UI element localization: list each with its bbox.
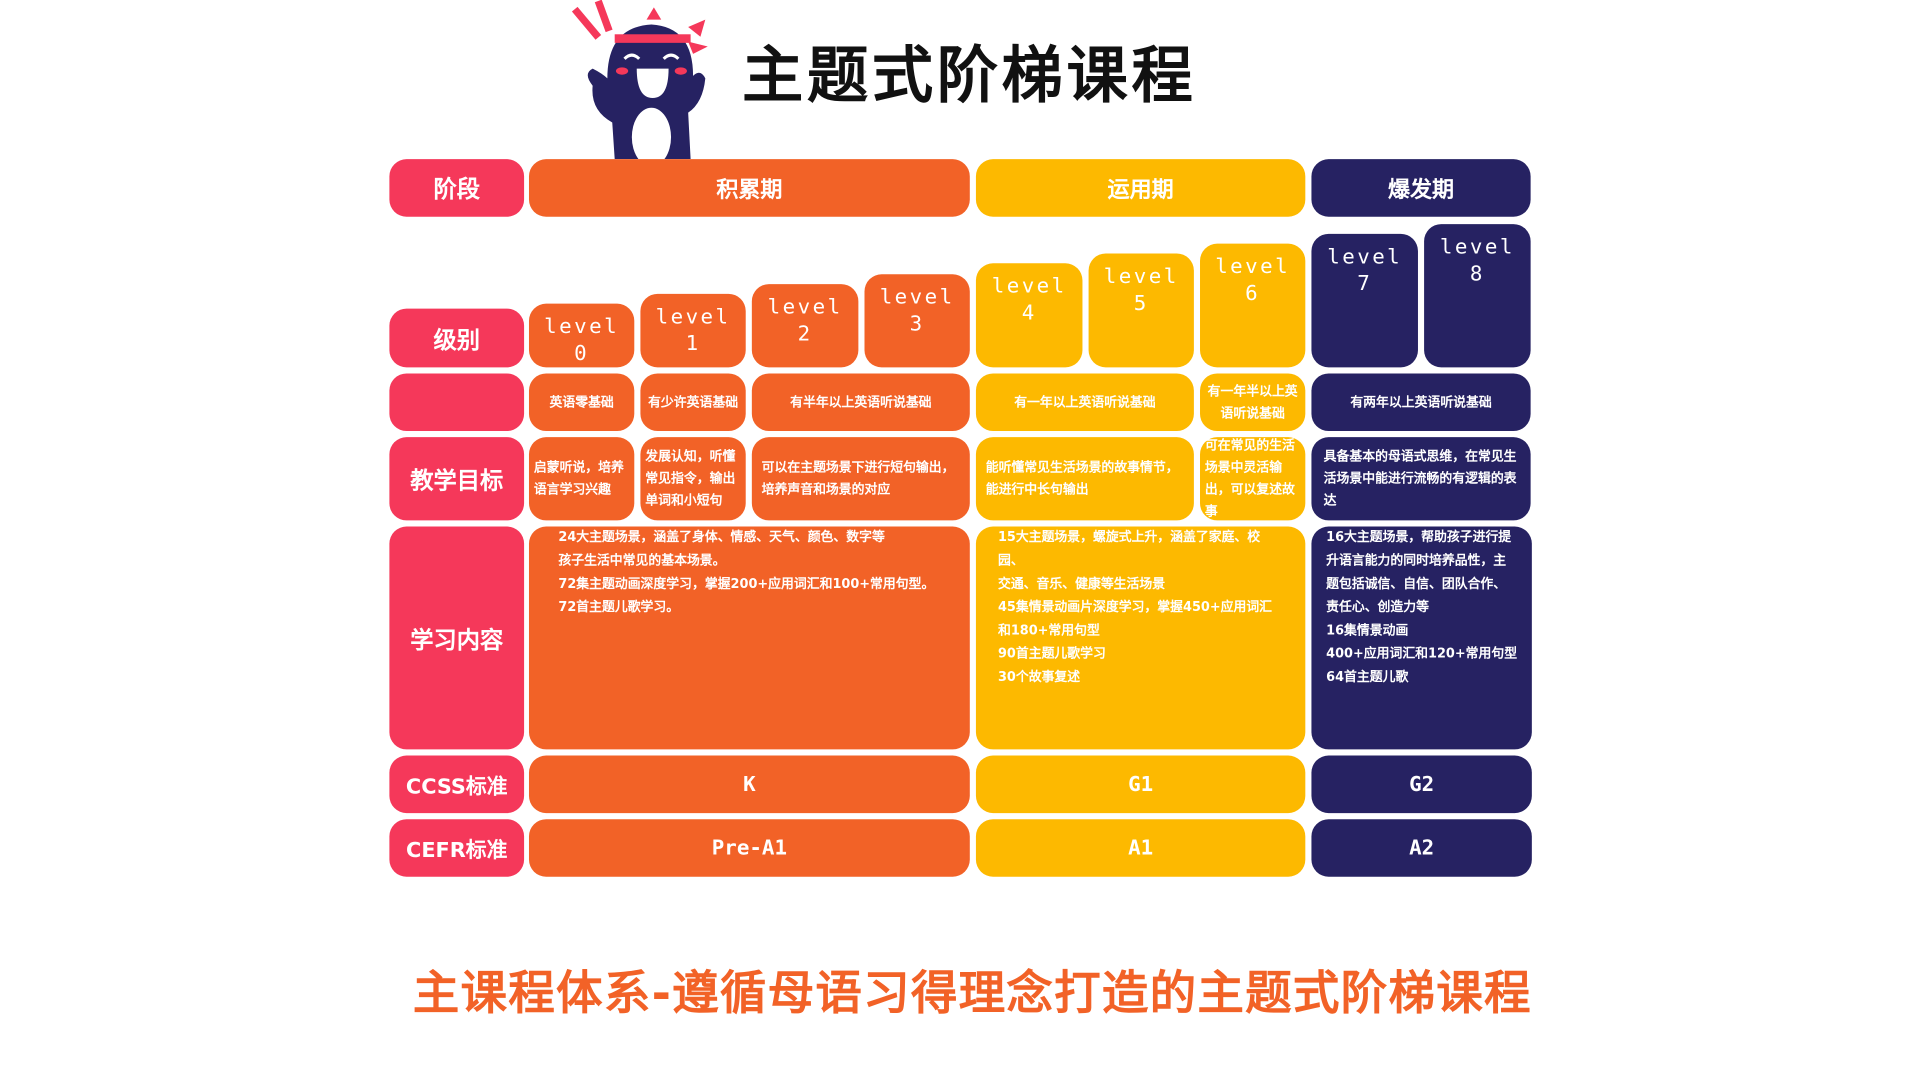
- content-line: 责任心、创造力等: [1326, 600, 1429, 615]
- content-line: 30个故事复述: [997, 669, 1081, 685]
- level-number: 1: [685, 331, 701, 357]
- basis-level-2-3: 有半年以上英语听说基础: [751, 373, 970, 432]
- row-label-stage: 阶段: [389, 159, 525, 217]
- content-line: 72集主题动画深度学习，掌握200+应用词汇和100+常用句型。: [558, 576, 935, 592]
- row-label-level: 级别: [389, 308, 525, 368]
- content-line: 升语言能力的同时培养品性，主: [1326, 553, 1507, 569]
- goal-level-1: 发展认知，听懂常见指令，输出单词和小短句: [640, 437, 746, 521]
- content-line: 72首主题儿歌学习。: [558, 600, 680, 615]
- level-number: 2: [797, 322, 813, 347]
- cefr-accumulate: Pre-A1: [528, 819, 970, 877]
- ccss-apply: G1: [975, 755, 1306, 814]
- stage-burst: 爆发期: [1311, 159, 1531, 217]
- level-word: level: [1439, 235, 1515, 260]
- content-line: 64首主题儿歌: [1326, 669, 1409, 685]
- goal-level-0: 启蒙听说，培养语言学习兴趣: [528, 437, 635, 521]
- level-word: level: [1103, 264, 1179, 289]
- level-word: level: [1327, 244, 1403, 270]
- page-title: 主题式阶梯课程: [742, 40, 1197, 112]
- content-line: 16大主题场景，帮助孩子进行提: [1326, 530, 1512, 545]
- content-burst: 16大主题场景，帮助孩子进行提 升语言能力的同时培养品性，主 题包括诚信、自信、…: [1311, 526, 1532, 750]
- level-number: 8: [1469, 262, 1485, 287]
- row-label-cefr: CEFR标准: [389, 819, 525, 877]
- row-label-content: 学习内容: [389, 526, 525, 750]
- level-number: 0: [574, 341, 590, 367]
- stage-accumulate: 积累期: [528, 159, 970, 217]
- goal-level-6: 可在常见的生活场景中灵活输出，可以复述故事: [1200, 437, 1306, 521]
- basis-level-4-5: 有一年以上英语听说基础: [975, 373, 1194, 432]
- content-line: 15大主题场景，螺旋式上升，涵盖了家庭、校园、: [997, 530, 1261, 569]
- level-word: level: [1215, 254, 1291, 280]
- level-number: 6: [1245, 281, 1261, 307]
- content-line: 90首主题儿歌学习: [997, 646, 1106, 662]
- level-number: 5: [1133, 291, 1149, 316]
- level-word: level: [544, 314, 620, 340]
- row-label-goal: 教学目标: [389, 437, 525, 521]
- goal-level-4-5: 能听懂常见生活场景的故事情节，能进行中长句输出: [975, 437, 1194, 521]
- ccss-accumulate: K: [528, 755, 970, 814]
- content-line: 交通、音乐、健康等生活场景: [997, 576, 1166, 592]
- basis-level-6: 有一年半以上英语听说基础: [1200, 373, 1306, 432]
- level-word: level: [767, 295, 843, 320]
- ccss-burst: G2: [1311, 755, 1532, 814]
- stage-apply: 运用期: [975, 159, 1306, 217]
- level-word: level: [655, 304, 731, 330]
- goal-level-2-3: 可以在主题场景下进行短句输出，培养声音和场景的对应: [751, 437, 970, 521]
- content-line: 24大主题场景，涵盖了身体、情感、天气、颜色、数字等: [558, 530, 885, 545]
- footer-caption: 主课程体系-遵循母语习得理念打造的主题式阶梯课程: [412, 966, 1532, 1021]
- content-line: 题包括诚信、自信、团队合作、: [1326, 576, 1507, 592]
- basis-level-7-8: 有两年以上英语听说基础: [1311, 373, 1531, 432]
- level-word: level: [879, 285, 955, 310]
- content-apply: 15大主题场景，螺旋式上升，涵盖了家庭、校园、 交通、音乐、健康等生活场景 45…: [975, 526, 1306, 750]
- content-line: 400+应用词汇和120+常用句型: [1326, 646, 1518, 662]
- basis-level-0: 英语零基础: [528, 373, 635, 432]
- content-line: 45集情景动画片深度学习，掌握450+应用词汇: [997, 600, 1273, 615]
- level-number: 3: [909, 312, 925, 337]
- level-number: 4: [1021, 301, 1037, 326]
- level-number: 7: [1357, 271, 1373, 297]
- row-label-ccss: CCSS标准: [389, 755, 525, 814]
- goal-level-7-8: 具备基本的母语式思维，在常见生活场景中能进行流畅的有逻辑的表达: [1311, 437, 1531, 521]
- basis-level-1: 有少许英语基础: [640, 373, 746, 432]
- cefr-burst: A2: [1311, 819, 1532, 877]
- content-accumulate: 24大主题场景，涵盖了身体、情感、天气、颜色、数字等 孩子生活中常见的基本场景。…: [528, 526, 970, 750]
- level-word: level: [991, 274, 1067, 299]
- content-line: 孩子生活中常见的基本场景。: [558, 553, 726, 569]
- cefr-apply: A1: [975, 819, 1306, 877]
- row-label-basis: [389, 373, 525, 432]
- content-line: 和180+常用句型: [997, 623, 1100, 638]
- content-line: 16集情景动画: [1326, 623, 1409, 638]
- mascot-icon: [571, 0, 708, 160]
